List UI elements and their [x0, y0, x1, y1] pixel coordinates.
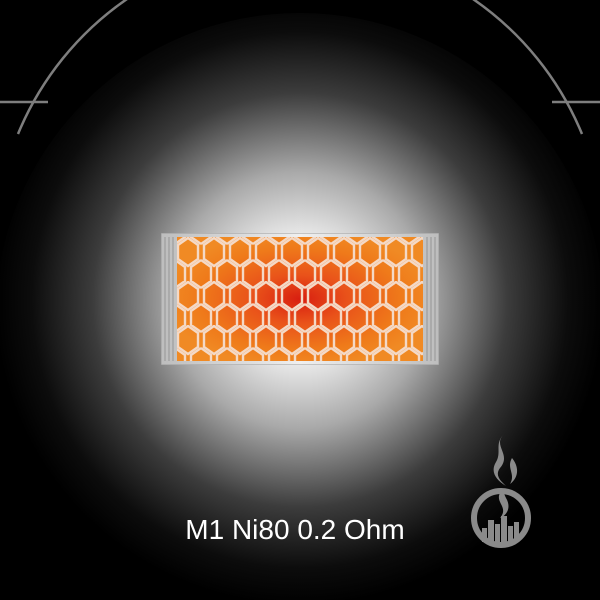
flame-city-logo-icon: [471, 434, 531, 548]
product-caption: M1 Ni80 0.2 Ohm: [185, 514, 405, 545]
coil-terminal-left: [164, 237, 174, 361]
mesh-coil: [161, 233, 439, 365]
hex-mesh-pattern: [177, 237, 423, 361]
outer-ring-arc: [16, 0, 584, 135]
coil-terminal-right: [426, 237, 436, 361]
